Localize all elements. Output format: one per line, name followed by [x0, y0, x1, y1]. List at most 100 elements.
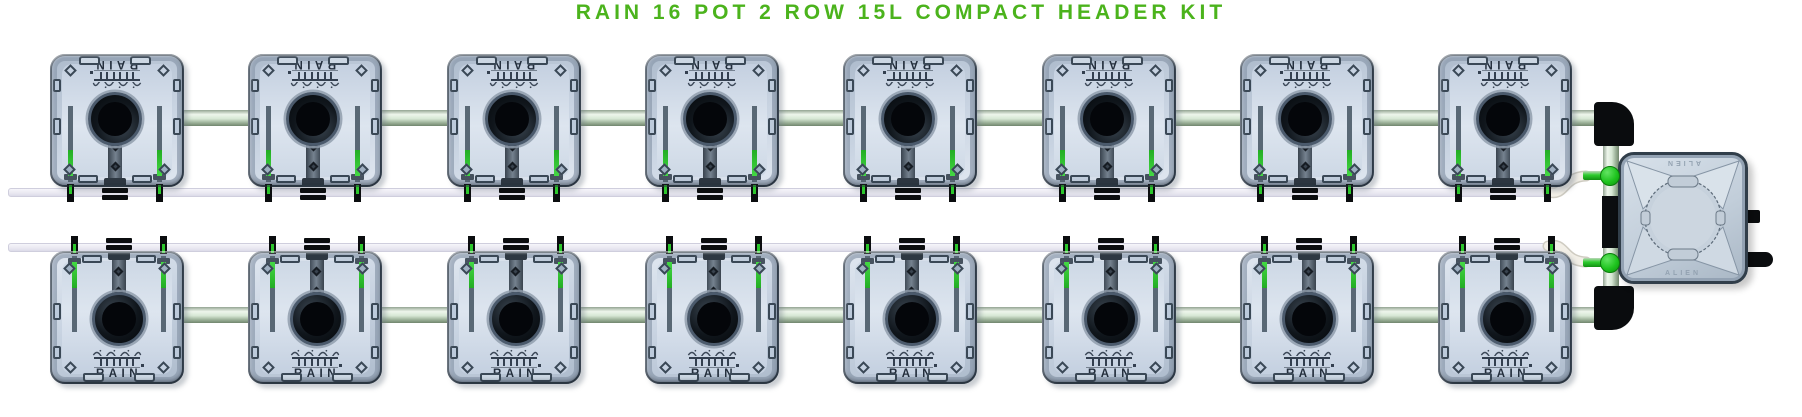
pot-drain-hole — [290, 292, 344, 346]
rain-lines-icon — [487, 70, 537, 81]
droplet-wave-icon — [1282, 349, 1332, 356]
bottom-tab — [130, 56, 151, 65]
pot-stub-left — [468, 236, 475, 254]
droplet-wave-icon — [885, 349, 935, 356]
pot-drain-hole — [1080, 92, 1134, 146]
pot-center-clips — [701, 238, 727, 252]
bottom-tab — [923, 56, 944, 65]
pot-stub-left — [1063, 236, 1070, 254]
channel-diamond — [903, 161, 914, 172]
side-tab — [1243, 303, 1251, 320]
edge-notch — [727, 175, 747, 183]
pot-stub-right — [67, 184, 74, 202]
droplet-wave-icon — [1084, 82, 1134, 89]
pot-drain-hole — [881, 92, 935, 146]
bottom-tab — [678, 373, 699, 382]
lid-tab-left — [1640, 210, 1651, 226]
pot-stub-left — [71, 236, 78, 254]
edge-notch — [1074, 255, 1094, 263]
edge-notch — [871, 175, 891, 183]
bottom-tab — [1075, 373, 1096, 382]
bottom-tab — [927, 373, 948, 382]
pot-drain-hole — [1480, 292, 1534, 346]
bottom-tab — [1471, 373, 1492, 382]
pot: RAIN — [843, 54, 977, 202]
edge-notch — [1326, 255, 1346, 263]
droplet-wave-icon — [1282, 82, 1332, 89]
pot-center-clips — [106, 238, 132, 252]
droplet-wave-icon — [1480, 82, 1530, 89]
pot-stub-right — [265, 184, 272, 202]
pot-logo: RAIN — [845, 349, 975, 380]
bottom-tab — [281, 373, 302, 382]
side-tab — [371, 118, 379, 135]
edge-notch — [731, 255, 751, 263]
pot-brand-label: RAIN — [1285, 368, 1333, 380]
side-tab — [966, 303, 974, 320]
pot-rail-right — [355, 256, 368, 332]
valve-bottom — [1600, 253, 1620, 273]
pot-rail-right — [752, 256, 765, 332]
side-tab — [1561, 346, 1569, 359]
pot-stub-left — [354, 184, 361, 202]
edge-notch — [1124, 175, 1144, 183]
pot-center-clips — [899, 238, 925, 252]
pot-stub-left — [269, 236, 276, 254]
pot-center-clips — [503, 238, 529, 252]
side-tab — [251, 303, 259, 320]
pot: RAIN — [248, 236, 382, 384]
pot-rail-left — [266, 256, 279, 332]
bottom-tab — [876, 373, 897, 382]
pot-rail-left — [1258, 256, 1271, 332]
pot-brand-label: RAIN — [492, 368, 540, 380]
pot-stub-right — [1548, 236, 1555, 254]
channel-diamond — [1102, 161, 1113, 172]
side-tab — [1045, 346, 1053, 359]
edge-notch — [1520, 175, 1540, 183]
bottom-tab — [1126, 373, 1147, 382]
pot: RAIN — [1438, 236, 1572, 384]
rain-lines-icon — [1284, 357, 1334, 368]
side-tab — [846, 79, 854, 92]
rain-lines-icon — [1082, 70, 1132, 81]
edge-notch — [334, 255, 354, 263]
pot-drain-hole — [485, 92, 539, 146]
pot-center-clips — [1292, 186, 1318, 200]
rain-lines-icon — [1482, 357, 1532, 368]
lid-handle-top — [1667, 175, 1699, 188]
channel-diamond — [507, 161, 518, 172]
edge-notch — [925, 175, 945, 183]
outlet-fitting-large — [1746, 252, 1773, 267]
green-accent — [469, 262, 474, 288]
side-tab — [1165, 118, 1173, 135]
side-tab — [450, 346, 458, 359]
droplet-wave-icon — [687, 82, 737, 89]
pot-stub-right — [160, 236, 167, 254]
pot-logo: RAIN — [647, 58, 777, 89]
bottom-tab — [332, 373, 353, 382]
side-tab — [648, 79, 656, 92]
edge-notch — [1070, 175, 1090, 183]
pot-rail-left — [1060, 256, 1073, 332]
pot-rail-left — [465, 256, 478, 332]
rain-lines-icon — [491, 357, 541, 368]
bottom-tab — [480, 373, 501, 382]
pot-stub-right — [662, 184, 669, 202]
side-tab — [173, 303, 181, 320]
pot-center-clips — [1094, 186, 1120, 200]
green-accent — [1549, 262, 1554, 288]
pot-rail-left — [1456, 256, 1469, 332]
green-accent — [270, 262, 275, 288]
valve-top — [1600, 166, 1620, 186]
side-tab — [1363, 303, 1371, 320]
valve-stub-top — [1583, 171, 1602, 180]
edge-notch — [1268, 175, 1288, 183]
header-tank: ALIEN ALIEN — [1618, 152, 1748, 284]
pot-brand-label: RAIN — [690, 368, 738, 380]
bottom-tab — [277, 56, 298, 65]
pot-rail-right — [1149, 256, 1162, 332]
edge-notch — [1322, 175, 1342, 183]
pot-center-clips — [1296, 238, 1322, 252]
side-tab — [1561, 79, 1569, 92]
side-tab — [1363, 79, 1371, 92]
